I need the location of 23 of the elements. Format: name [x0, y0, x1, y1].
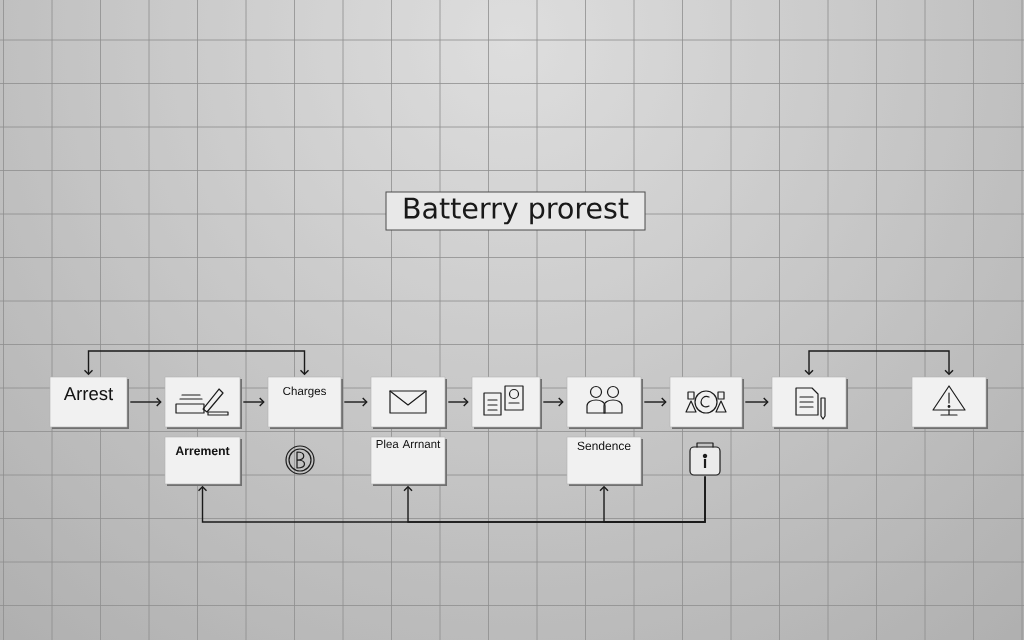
- icon-box: [771, 376, 848, 429]
- arrow: [804, 350, 954, 376]
- arrow: [343, 397, 368, 407]
- icon-box: [164, 376, 242, 429]
- bag-icon: [689, 442, 721, 476]
- arrow: [83, 350, 310, 376]
- arrow: [447, 397, 469, 407]
- arrow: [129, 397, 162, 407]
- icon-box: [911, 376, 988, 429]
- text-box: Arrement: [164, 436, 242, 486]
- arrow: [643, 397, 667, 407]
- text-box: Arrest: [49, 376, 129, 429]
- icon-box: [566, 376, 643, 429]
- arrow: [242, 397, 265, 407]
- icon-box: [669, 376, 744, 429]
- text-box: Charges: [267, 376, 343, 429]
- text-box: Plea Arrnant: [370, 436, 447, 486]
- title-box: Batterry prorest: [385, 191, 646, 231]
- arrow: [744, 397, 769, 407]
- arrow: [599, 475, 706, 523]
- arrow: [542, 397, 564, 407]
- icon-box: [370, 376, 447, 429]
- text-box: Sendence: [566, 436, 643, 486]
